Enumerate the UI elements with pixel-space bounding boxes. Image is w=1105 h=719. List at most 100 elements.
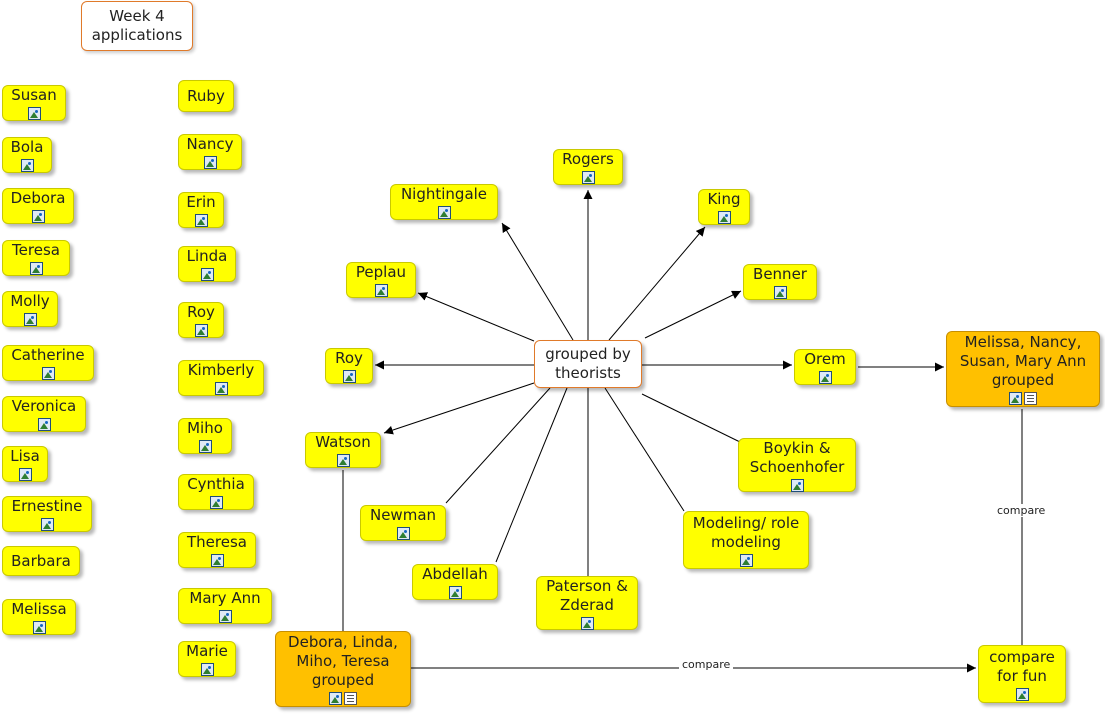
image-resource-icon[interactable] bbox=[18, 468, 32, 481]
node-label: Orem bbox=[804, 350, 846, 368]
image-resource-icon[interactable] bbox=[448, 586, 462, 599]
node-r10[interactable]: Mary Ann bbox=[178, 588, 272, 624]
image-resource-icon[interactable] bbox=[374, 284, 388, 297]
node-nightingale[interactable]: Nightingale bbox=[390, 184, 498, 220]
image-resource-icon[interactable] bbox=[218, 610, 232, 623]
node-newman[interactable]: Newman bbox=[360, 505, 446, 541]
node-boykin[interactable]: Boykin & Schoenhofer bbox=[738, 438, 856, 492]
node-abdellah[interactable]: Abdellah bbox=[412, 564, 498, 600]
node-s10[interactable]: Barbara bbox=[2, 546, 80, 576]
image-resource-icon[interactable] bbox=[209, 496, 223, 509]
node-label: Rogers bbox=[562, 150, 614, 168]
node-label: King bbox=[707, 190, 741, 208]
node-group1[interactable]: Melissa, Nancy, Susan, Mary Ann grouped bbox=[946, 331, 1100, 407]
resource-icons bbox=[717, 211, 731, 224]
image-resource-icon[interactable] bbox=[773, 286, 787, 299]
image-resource-icon[interactable] bbox=[214, 382, 228, 395]
image-resource-icon[interactable] bbox=[32, 621, 46, 634]
resource-icons bbox=[214, 382, 228, 395]
node-benner[interactable]: Benner bbox=[743, 264, 817, 300]
node-orem[interactable]: Orem bbox=[794, 349, 856, 385]
map-title[interactable]: Week 4 applications bbox=[81, 1, 193, 51]
image-resource-icon[interactable] bbox=[790, 478, 804, 492]
image-resource-icon[interactable] bbox=[329, 692, 342, 705]
node-paterson[interactable]: Paterson & Zderad bbox=[536, 576, 638, 630]
node-label: Lisa bbox=[10, 447, 40, 465]
node-fun[interactable]: compare for fun bbox=[978, 645, 1066, 703]
node-modeling[interactable]: Modeling/ role modeling bbox=[683, 511, 809, 569]
compare-label-right: compare bbox=[994, 504, 1049, 517]
node-r2[interactable]: Nancy bbox=[178, 134, 242, 170]
node-r1[interactable]: Ruby bbox=[178, 80, 234, 112]
node-watson[interactable]: Watson bbox=[305, 432, 381, 468]
node-s9[interactable]: Ernestine bbox=[2, 496, 92, 532]
resource-icons bbox=[203, 156, 217, 169]
node-s5[interactable]: Molly bbox=[2, 291, 58, 327]
image-resource-icon[interactable] bbox=[200, 268, 214, 281]
node-s4[interactable]: Teresa bbox=[2, 240, 70, 276]
node-s1[interactable]: Susan bbox=[2, 85, 66, 121]
node-r4[interactable]: Linda bbox=[178, 246, 236, 282]
node-r7[interactable]: Miho bbox=[178, 418, 232, 454]
resource-icons bbox=[1009, 392, 1037, 405]
node-peplau[interactable]: Peplau bbox=[346, 262, 416, 298]
node-rogers[interactable]: Rogers bbox=[553, 149, 623, 185]
node-r9[interactable]: Theresa bbox=[178, 532, 256, 568]
node-s11[interactable]: Melissa bbox=[2, 599, 76, 635]
node-label: grouped by theorists bbox=[545, 345, 631, 382]
node-label: Teresa bbox=[12, 241, 60, 259]
node-r11[interactable]: Marie bbox=[178, 641, 236, 677]
image-resource-icon[interactable] bbox=[20, 159, 34, 172]
node-label: Ruby bbox=[187, 86, 225, 105]
image-resource-icon[interactable] bbox=[1015, 687, 1029, 701]
resource-icons bbox=[773, 286, 787, 299]
image-resource-icon[interactable] bbox=[198, 440, 212, 453]
node-s3[interactable]: Debora bbox=[2, 188, 74, 224]
node-group2[interactable]: Debora, Linda, Miho, Teresa grouped bbox=[275, 631, 411, 707]
image-resource-icon[interactable] bbox=[37, 418, 51, 431]
node-king[interactable]: King bbox=[698, 189, 750, 225]
node-label: Newman bbox=[369, 506, 437, 524]
image-resource-icon[interactable] bbox=[31, 210, 45, 223]
node-label: Linda bbox=[186, 247, 228, 265]
image-resource-icon[interactable] bbox=[203, 156, 217, 169]
resource-icons bbox=[194, 214, 208, 227]
image-resource-icon[interactable] bbox=[194, 324, 208, 337]
image-resource-icon[interactable] bbox=[818, 371, 832, 384]
node-s8[interactable]: Lisa bbox=[2, 446, 48, 482]
edge-center-peplau bbox=[417, 292, 535, 342]
image-resource-icon[interactable] bbox=[580, 616, 594, 630]
image-resource-icon[interactable] bbox=[200, 663, 214, 676]
node-roy[interactable]: Roy bbox=[325, 348, 373, 384]
image-resource-icon[interactable] bbox=[396, 527, 410, 540]
document-resource-icon[interactable] bbox=[1024, 392, 1037, 405]
resource-icons bbox=[37, 418, 51, 431]
image-resource-icon[interactable] bbox=[581, 171, 595, 184]
node-center[interactable]: grouped by theorists bbox=[534, 340, 642, 388]
image-resource-icon[interactable] bbox=[342, 370, 356, 383]
node-r3[interactable]: Erin bbox=[178, 192, 224, 228]
node-s6[interactable]: Catherine bbox=[2, 345, 94, 381]
image-resource-icon[interactable] bbox=[437, 206, 451, 219]
map-title-text: Week 4 applications bbox=[91, 7, 183, 44]
edge-center-abdellah bbox=[495, 387, 568, 563]
node-r5[interactable]: Roy bbox=[178, 302, 224, 338]
image-resource-icon[interactable] bbox=[210, 554, 224, 567]
document-resource-icon[interactable] bbox=[344, 692, 357, 705]
node-r8[interactable]: Cynthia bbox=[178, 474, 254, 510]
node-s7[interactable]: Veronica bbox=[2, 396, 86, 432]
image-resource-icon[interactable] bbox=[336, 454, 350, 467]
image-resource-icon[interactable] bbox=[29, 262, 43, 275]
image-resource-icon[interactable] bbox=[23, 313, 37, 326]
image-resource-icon[interactable] bbox=[1009, 392, 1022, 405]
image-resource-icon[interactable] bbox=[27, 107, 41, 120]
resource-icons bbox=[818, 371, 832, 384]
image-resource-icon[interactable] bbox=[40, 518, 54, 531]
image-resource-icon[interactable] bbox=[739, 553, 753, 567]
node-r6[interactable]: Kimberly bbox=[178, 360, 264, 396]
image-resource-icon[interactable] bbox=[194, 214, 208, 227]
image-resource-icon[interactable] bbox=[717, 211, 731, 224]
edge-center-boykin bbox=[641, 393, 741, 443]
image-resource-icon[interactable] bbox=[41, 367, 55, 380]
node-s2[interactable]: Bola bbox=[2, 137, 52, 173]
